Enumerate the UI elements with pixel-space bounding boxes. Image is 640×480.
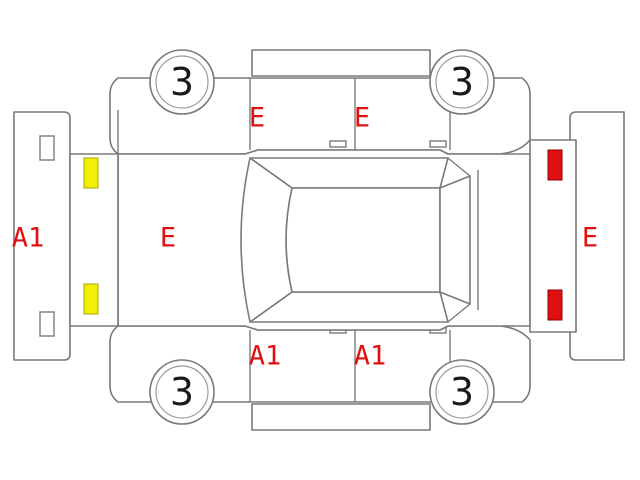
right-rear-door-code: A1 xyxy=(354,341,387,372)
left-roof-strip xyxy=(251,49,431,77)
tire-rear-right-rating: 3 xyxy=(450,370,474,414)
right-front-door-code: A1 xyxy=(249,341,282,372)
front-bumper xyxy=(13,111,71,361)
front-bumper-code: A1 xyxy=(12,223,45,254)
rear-lamp-right xyxy=(547,289,563,321)
tire-front-right-rating: 3 xyxy=(170,370,194,414)
hood-code: E xyxy=(160,223,176,254)
left-rear-door-code: E xyxy=(354,103,370,134)
car-body-top-view xyxy=(117,149,531,331)
tire-rear-right: 3 xyxy=(429,359,495,425)
rear-bumper xyxy=(569,111,625,361)
tire-rear-left: 3 xyxy=(429,49,495,115)
tire-front-right: 3 xyxy=(149,359,215,425)
rear-bumper-code: E xyxy=(582,223,598,254)
tire-front-left: 3 xyxy=(149,49,215,115)
tire-front-left-rating: 3 xyxy=(170,60,194,104)
left-front-door-code: E xyxy=(249,103,265,134)
right-roof-strip xyxy=(251,403,431,431)
front-lamp-right xyxy=(83,283,99,315)
front-lamp-left xyxy=(83,157,99,189)
tire-rear-left-rating: 3 xyxy=(450,60,474,104)
rear-lamp-left xyxy=(547,149,563,181)
